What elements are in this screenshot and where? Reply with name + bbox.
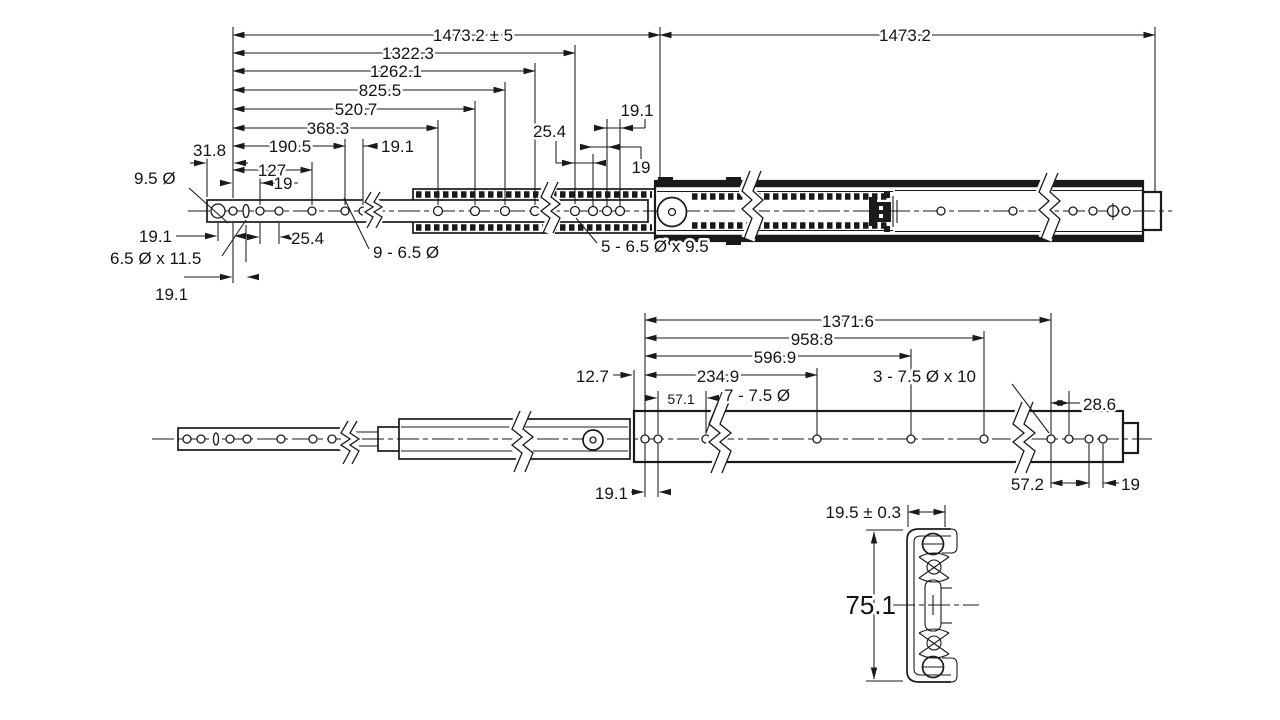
closed-view: 1371.6 958.8 596.9 234.9 12.7 57.1 7 - 7… bbox=[152, 310, 1152, 506]
break-symbols bbox=[362, 168, 1061, 242]
dim-825: 825.5 bbox=[359, 81, 402, 100]
dimension-lines bbox=[613, 313, 1119, 497]
leader-hole-9-5 bbox=[188, 187, 229, 224]
break-symbols bbox=[338, 399, 1037, 476]
callout-slot: 6.5 Ø x 11.5 bbox=[110, 249, 201, 268]
callout-hole-9-5: 9.5 Ø bbox=[134, 169, 176, 188]
dim-28-6: 28.6 bbox=[1083, 395, 1116, 414]
dim-1371: 1371.6 bbox=[822, 312, 874, 331]
dimension-labels: 1371.6 958.8 596.9 234.9 12.7 57.1 7 - 7… bbox=[573, 310, 1142, 506]
extended-view: 1473.2 ± 5 1473.2 1322.3 1262.1 825.5 52… bbox=[108, 24, 1172, 307]
latch-mechanism bbox=[869, 197, 877, 226]
dimension-lines bbox=[866, 505, 946, 682]
leader-holes-9 bbox=[343, 197, 370, 250]
dim-19-1: 19.1 bbox=[595, 484, 628, 503]
dim-width: 19.5 ± 0.3 bbox=[826, 503, 902, 522]
dim-19-1-left: 19.1 bbox=[139, 227, 172, 246]
dim-31-8: 31.8 bbox=[193, 141, 226, 160]
dim-19-1-bottom: 19.1 bbox=[155, 285, 188, 304]
top-lip bbox=[942, 528, 958, 554]
bottom-lip bbox=[942, 657, 958, 683]
outer-rail-end-tab bbox=[1121, 421, 1140, 455]
dim-overall-right: 1473.2 bbox=[879, 26, 931, 45]
ball-rows bbox=[416, 191, 890, 231]
dim-25-4-mid: 25.4 bbox=[533, 122, 566, 141]
dim-57-1: 57.1 bbox=[667, 391, 694, 407]
dim-234: 234.9 bbox=[697, 367, 740, 386]
dimension-lines bbox=[176, 27, 1156, 283]
leader-holes-3 bbox=[1011, 383, 1050, 434]
leader-slot bbox=[221, 219, 247, 257]
dim-19-1-top: 19.1 bbox=[381, 137, 414, 156]
leader-holes-7 bbox=[705, 391, 723, 434]
leader-holes-5 bbox=[575, 217, 598, 244]
dim-19: 19 bbox=[1121, 475, 1140, 494]
cross-section-view: 19.5 ± 0.3 75.1 bbox=[823, 501, 979, 683]
dim-height: 75.1 bbox=[845, 590, 896, 620]
dimension-labels: 19.5 ± 0.3 75.1 bbox=[823, 501, 904, 623]
retainer-spring-top bbox=[918, 552, 950, 583]
section-profile bbox=[893, 528, 979, 683]
dim-57-2: 57.2 bbox=[1011, 475, 1044, 494]
dim-958: 958.8 bbox=[791, 330, 834, 349]
dim-overall-tol: 1473.2 ± 5 bbox=[433, 26, 513, 45]
dim-1322: 1322.3 bbox=[382, 44, 434, 63]
dimension-labels: 1473.2 ± 5 1473.2 1322.3 1262.1 825.5 52… bbox=[108, 24, 934, 307]
mounting-holes bbox=[210, 203, 1131, 220]
callout-holes-7: 7 - 7.5 Ø bbox=[724, 386, 790, 405]
dim-368: 368.3 bbox=[307, 119, 350, 138]
ball-bottom bbox=[921, 655, 945, 679]
dim-19-1-mid: 19.1 bbox=[620, 101, 653, 120]
bearing-and-latch bbox=[656, 192, 898, 232]
dim-596: 596.9 bbox=[754, 348, 797, 367]
dim-520: 520.7 bbox=[335, 100, 378, 119]
callout-holes-5: 5 - 6.5 Ø x 9.5 bbox=[601, 237, 709, 256]
dim-1262: 1262.1 bbox=[370, 62, 422, 81]
retainer-spring-bottom bbox=[918, 628, 950, 659]
dim-25-4-left: 25.4 bbox=[291, 229, 324, 248]
dim-190: 190.5 bbox=[269, 137, 312, 156]
dim-19-mid: 19 bbox=[632, 158, 651, 177]
callout-holes-3: 3 - 7.5 Ø x 10 bbox=[873, 367, 976, 386]
dim-19-top: 19 bbox=[274, 174, 293, 193]
ball-top bbox=[921, 532, 945, 556]
dim-127: 127 bbox=[258, 161, 286, 180]
callout-holes-9: 9 - 6.5 Ø bbox=[373, 243, 439, 262]
dim-12-7: 12.7 bbox=[576, 367, 609, 386]
